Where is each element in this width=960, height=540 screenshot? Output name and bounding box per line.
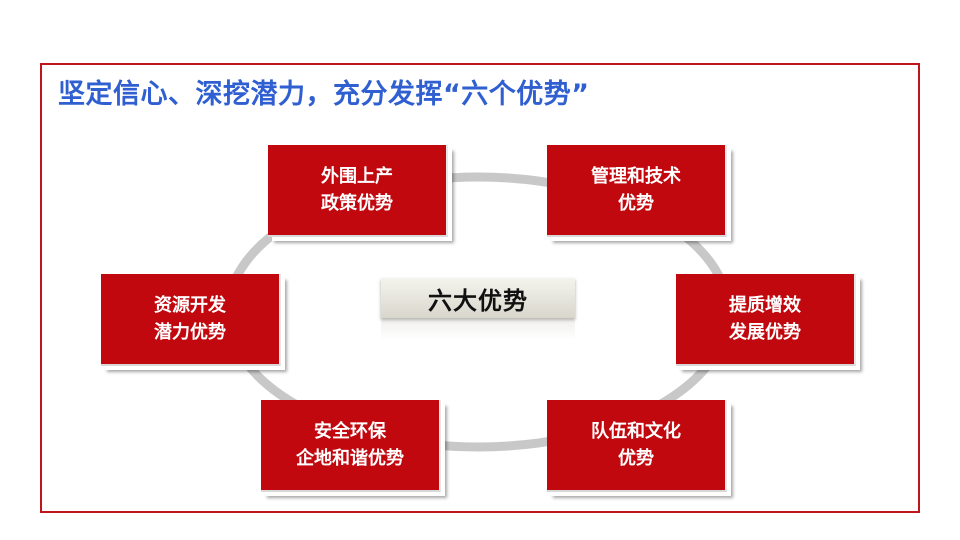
advantage-line2: 政策优势 xyxy=(321,193,393,214)
advantage-line1: 提质增效 xyxy=(729,295,801,316)
advantage-box-safety: 安全环保 企地和谐优势 xyxy=(261,400,441,492)
advantage-box-efficiency: 提质增效 发展优势 xyxy=(676,274,856,366)
center-label: 六大优势 xyxy=(381,278,575,318)
advantage-line1: 资源开发 xyxy=(154,295,226,316)
advantage-line2: 优势 xyxy=(618,448,654,469)
advantage-box-team: 队伍和文化 优势 xyxy=(547,400,727,492)
advantage-box-resources: 资源开发 潜力优势 xyxy=(101,274,281,366)
content-frame xyxy=(40,63,920,513)
advantage-box-management: 管理和技术 优势 xyxy=(547,145,727,237)
advantage-line2: 企地和谐优势 xyxy=(296,448,404,469)
advantage-line1: 队伍和文化 xyxy=(591,421,681,442)
page-title: 坚定信心、深挖潜力，充分发挥“六个优势” xyxy=(58,79,590,110)
center-label-reflection xyxy=(381,318,575,340)
advantage-line2: 发展优势 xyxy=(729,322,801,343)
advantage-line2: 优势 xyxy=(618,193,654,214)
advantage-line1: 安全环保 xyxy=(314,421,386,442)
advantage-line2: 潜力优势 xyxy=(154,322,226,343)
advantage-box-policy: 外围上产 政策优势 xyxy=(268,145,448,237)
advantage-line1: 外围上产 xyxy=(321,166,393,187)
advantage-line1: 管理和技术 xyxy=(591,166,681,187)
